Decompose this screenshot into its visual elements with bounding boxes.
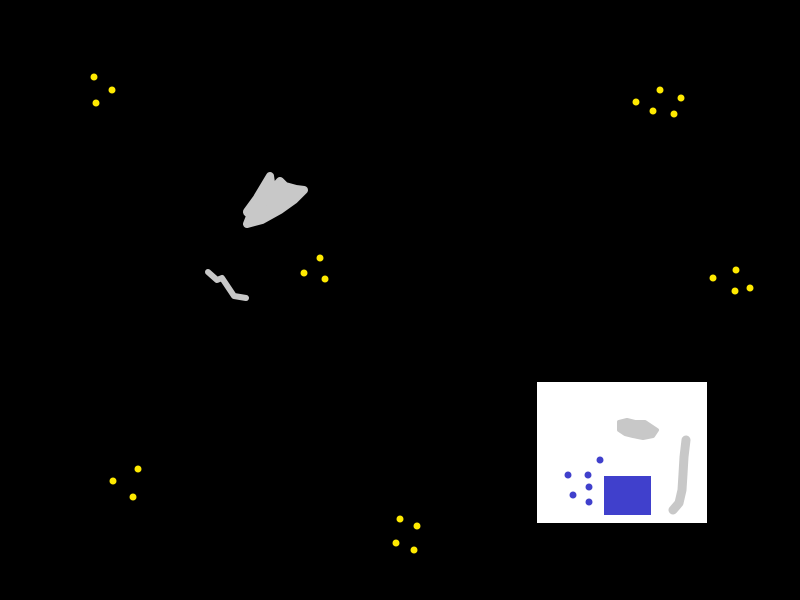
pellet: [656, 86, 664, 94]
minimap-debris-streak: [668, 435, 691, 515]
pellet: [316, 254, 324, 262]
pellet-cluster: [709, 266, 754, 295]
pellet: [677, 94, 685, 102]
minimap-dot: [564, 471, 572, 479]
debris-small: [205, 269, 249, 301]
pellet: [92, 99, 100, 107]
pellet: [300, 269, 308, 277]
pellet: [90, 73, 98, 81]
pellet: [632, 98, 640, 106]
pellet-cluster: [632, 86, 685, 118]
pellet: [709, 274, 717, 282]
debris-large: [243, 172, 308, 228]
pellet: [670, 110, 678, 118]
pellet-cluster: [109, 465, 142, 501]
pellet: [396, 515, 404, 523]
pellet: [649, 107, 657, 115]
pellet: [392, 539, 400, 547]
minimap-debris-blob: [617, 418, 659, 440]
minimap-marker-dots: [564, 456, 604, 506]
pellet: [732, 266, 740, 274]
minimap-dot: [585, 483, 593, 491]
minimap-canvas: [537, 382, 707, 523]
pellet: [731, 287, 739, 295]
pellet: [746, 284, 754, 292]
pellet: [410, 546, 418, 554]
minimap-dot: [569, 491, 577, 499]
pellet: [129, 493, 137, 501]
pellet-cluster: [300, 254, 329, 283]
pellet-cluster: [90, 73, 116, 107]
minimap-dot: [596, 456, 604, 464]
pellet: [413, 522, 421, 530]
minimap-player-block: [604, 476, 651, 515]
pellet-cluster: [392, 515, 421, 554]
minimap-panel[interactable]: [537, 382, 707, 523]
pellet: [108, 86, 116, 94]
minimap-dot: [584, 471, 592, 479]
pellet: [109, 477, 117, 485]
pellet: [134, 465, 142, 473]
pellet: [321, 275, 329, 283]
minimap-dot: [585, 498, 593, 506]
